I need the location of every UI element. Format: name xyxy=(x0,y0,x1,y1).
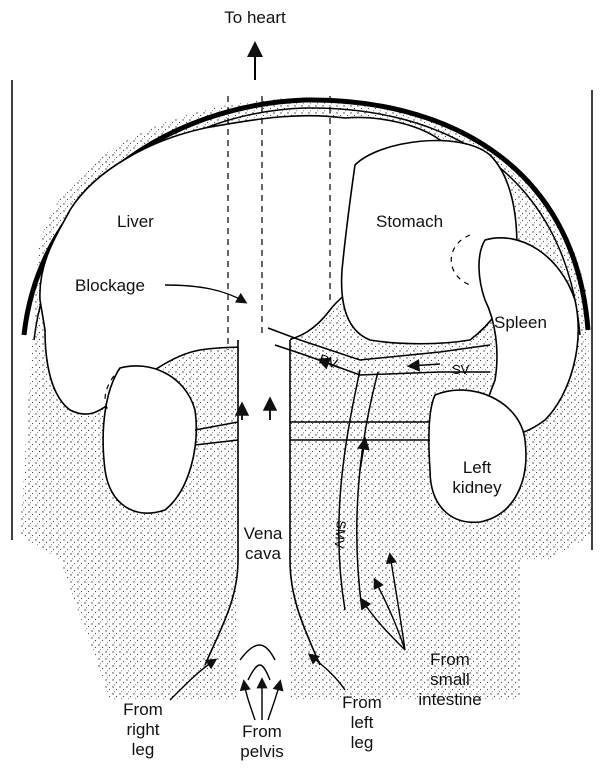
label-from-pelvis: From pelvis xyxy=(240,722,283,762)
label-spleen: Spleen xyxy=(494,313,547,333)
label-left-kidney: Left kidney xyxy=(452,458,501,498)
label-liver: Liver xyxy=(117,212,154,232)
label-from-right-leg: From right leg xyxy=(123,700,163,760)
label-to-heart: To heart xyxy=(224,8,285,28)
label-from-small-intestine: From small intestine xyxy=(418,650,481,710)
label-blockage: Blockage xyxy=(75,276,145,296)
label-sv: SV xyxy=(452,362,470,377)
label-smv: SMV xyxy=(332,520,349,550)
label-vena-cava: Vena cava xyxy=(244,524,283,564)
label-from-left-leg: From left leg xyxy=(342,693,382,753)
label-stomach: Stomach xyxy=(376,212,443,232)
